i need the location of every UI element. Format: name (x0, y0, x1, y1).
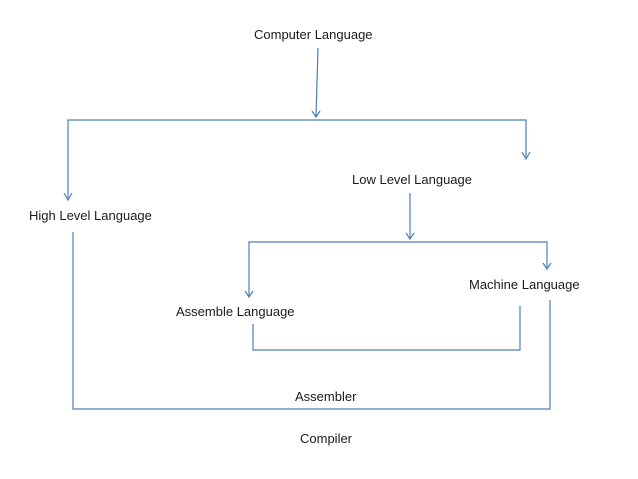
node-low-level-language: Low Level Language (352, 172, 472, 187)
edge-label-assembler: Assembler (295, 389, 357, 404)
node-machine-language: Machine Language (469, 277, 580, 292)
connector-compiler-loop (72, 232, 551, 410)
arrowhead-branch-second (405, 232, 415, 241)
connector-assembler-loop (252, 306, 521, 351)
arrowhead-machine (542, 262, 552, 271)
node-computer-language: Computer Language (254, 27, 373, 42)
bracket-low-level (248, 241, 548, 296)
arrowhead-high-level (63, 192, 73, 202)
node-high-level-language: High Level Language (29, 208, 152, 223)
edge-label-compiler: Compiler (300, 431, 353, 446)
arrowhead-assemble (244, 290, 254, 299)
node-assemble-language: Assemble Language (176, 304, 295, 319)
connector-computer-to-branch (315, 47, 319, 118)
arrowhead-branch-top (311, 110, 321, 119)
bracket-top-level (67, 119, 527, 198)
arrowhead-low-level (521, 151, 531, 161)
